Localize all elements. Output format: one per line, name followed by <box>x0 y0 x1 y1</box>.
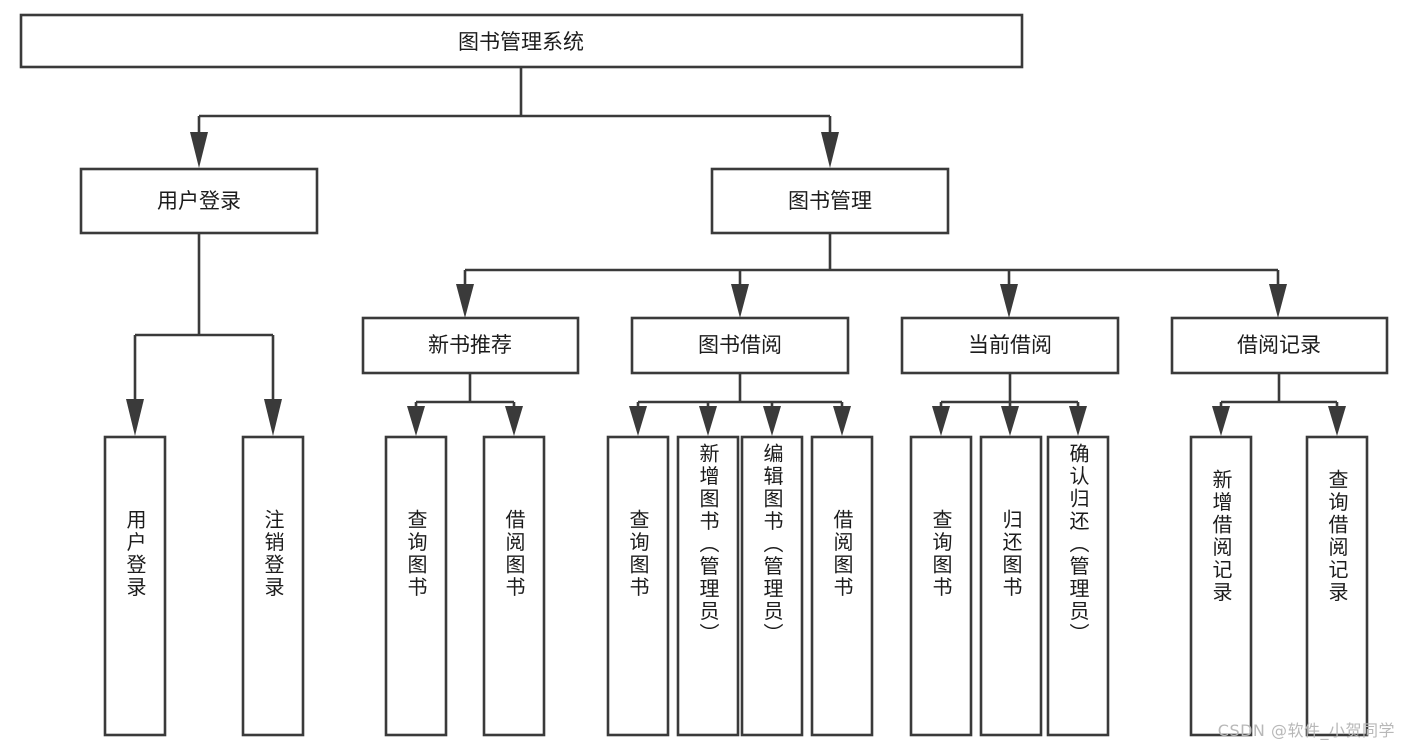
leaf-box-current-borrow-1[interactable] <box>979 435 1043 737</box>
label-new-book-recommend: 新书推荐 <box>428 333 512 357</box>
arrow-icon-current-borrow <box>1000 284 1018 318</box>
arrow-icon-currentborrow-leaf-3 <box>1069 406 1087 436</box>
arrow-icon-bookborrow-leaf-2 <box>699 406 717 436</box>
arrow-icon-bookborrow-leaf-1 <box>629 406 647 436</box>
arrow-icon-book-borrow <box>731 284 749 318</box>
arrow-icon-borrowrecord-leaf-1 <box>1212 406 1230 436</box>
leaf-box-book-borrow-0[interactable] <box>606 435 670 737</box>
watermark-text: CSDN @软件_小贺同学 <box>1217 721 1395 740</box>
arrow-icon-leaf-logout <box>264 399 282 436</box>
leaf-box-book-borrow-3[interactable] <box>810 435 874 737</box>
leaf-box-current-borrow-0[interactable] <box>909 435 973 737</box>
arrow-icon-newbook-leaf-1 <box>407 406 425 436</box>
label-user-login: 用户登录 <box>157 189 241 213</box>
node-box-group <box>19 13 1389 737</box>
leaf-box-current-borrow-2[interactable] <box>1046 435 1110 737</box>
leaf-box-borrow-record-1[interactable] <box>1305 435 1369 737</box>
node-user-login[interactable] <box>79 167 319 235</box>
label-root: 图书管理系统 <box>458 30 584 54</box>
arrow-icon-book-mgmt <box>821 132 839 168</box>
node-new-book-recommend[interactable] <box>361 316 580 375</box>
leaf-box-user-login-1[interactable] <box>241 435 305 737</box>
leaf-box-borrow-record-0[interactable] <box>1189 435 1253 737</box>
leaf-box-book-borrow-2[interactable] <box>740 435 804 737</box>
node-borrow-record[interactable] <box>1170 316 1389 375</box>
node-label-group: 图书管理系统 用户登录 图书管理 新书推荐 图书借阅 当前借阅 借阅记录 <box>157 30 1321 357</box>
leaf-box-user-login-0[interactable] <box>103 435 167 737</box>
node-current-borrow[interactable] <box>900 316 1120 375</box>
label-borrow-record: 借阅记录 <box>1237 333 1321 357</box>
arrow-icon-leaf-user-login <box>126 399 144 436</box>
arrow-icon-borrow-record <box>1269 284 1287 318</box>
node-root[interactable] <box>19 13 1024 69</box>
label-book-management: 图书管理 <box>788 189 872 213</box>
arrow-icon-newbook-leaf-2 <box>505 406 523 436</box>
arrow-icon-borrowrecord-leaf-2 <box>1328 406 1346 436</box>
arrow-icon-bookborrow-leaf-4 <box>833 406 851 436</box>
arrow-icon-currentborrow-leaf-2 <box>1001 406 1019 436</box>
arrow-icon-user-login <box>190 132 208 168</box>
arrow-icon-new-book <box>456 284 474 318</box>
connector-group <box>126 67 1346 436</box>
node-book-management[interactable] <box>710 167 950 235</box>
label-book-borrow: 图书借阅 <box>698 333 782 357</box>
node-book-borrow[interactable] <box>630 316 850 375</box>
arrow-icon-currentborrow-leaf-1 <box>932 406 950 436</box>
leaf-box-book-borrow-1[interactable] <box>676 435 740 737</box>
leaf-box-new-book-recommend-1[interactable] <box>482 435 546 737</box>
leaf-box-new-book-recommend-0[interactable] <box>384 435 448 737</box>
label-current-borrow: 当前借阅 <box>968 333 1052 357</box>
arrow-icon-bookborrow-leaf-3 <box>763 406 781 436</box>
